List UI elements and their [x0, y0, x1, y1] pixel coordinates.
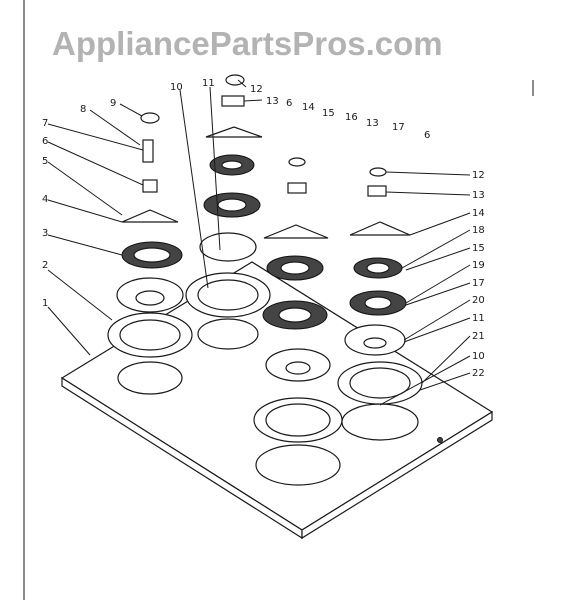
callout-13: 13 — [266, 96, 279, 107]
callout-1: 1 — [42, 298, 48, 309]
callout-13c: 13 — [472, 190, 485, 201]
left-burner-assembly — [107, 112, 193, 358]
callout-19: 19 — [472, 260, 485, 271]
callout-7: 7 — [42, 118, 48, 129]
callout-9: 9 — [110, 98, 116, 109]
callout-8: 8 — [80, 104, 86, 115]
callout-17: 17 — [392, 122, 405, 133]
callout-10: 10 — [170, 82, 183, 93]
watermark-text: AppliancePartsPros.com — [52, 25, 443, 62]
callout-12: 12 — [250, 84, 263, 95]
callout-labels: 1 2 3 4 5 6 7 8 9 10 11 12 13 6 14 15 16… — [42, 78, 485, 379]
callout-3: 3 — [42, 228, 48, 239]
right-rear-burner-assembly — [253, 157, 343, 443]
callout-14: 14 — [302, 102, 315, 113]
callout-6b: 6 — [286, 98, 292, 109]
callout-14b: 14 — [472, 208, 485, 219]
leader-lines — [47, 79, 471, 406]
right-front-burner-assembly — [337, 167, 423, 405]
callout-11b: 11 — [472, 313, 485, 324]
callout-20: 20 — [472, 295, 485, 306]
callout-2: 2 — [42, 260, 48, 271]
callout-22: 22 — [472, 368, 485, 379]
callout-15b: 15 — [472, 243, 485, 254]
callout-18: 18 — [472, 225, 485, 236]
callout-10b: 10 — [472, 351, 485, 362]
callout-6: 6 — [42, 136, 48, 147]
callout-11: 11 — [202, 78, 215, 89]
callout-4: 4 — [42, 194, 48, 205]
left-rear-burner-assembly — [185, 74, 271, 350]
callout-12b: 12 — [472, 170, 485, 181]
callout-5: 5 — [42, 156, 48, 167]
callout-6c: 6 — [424, 130, 430, 141]
callout-17b: 17 — [472, 278, 485, 289]
callout-16: 16 — [345, 112, 358, 123]
callout-15: 15 — [322, 108, 335, 119]
callout-13b: 13 — [366, 118, 379, 129]
callout-21: 21 — [472, 331, 485, 342]
